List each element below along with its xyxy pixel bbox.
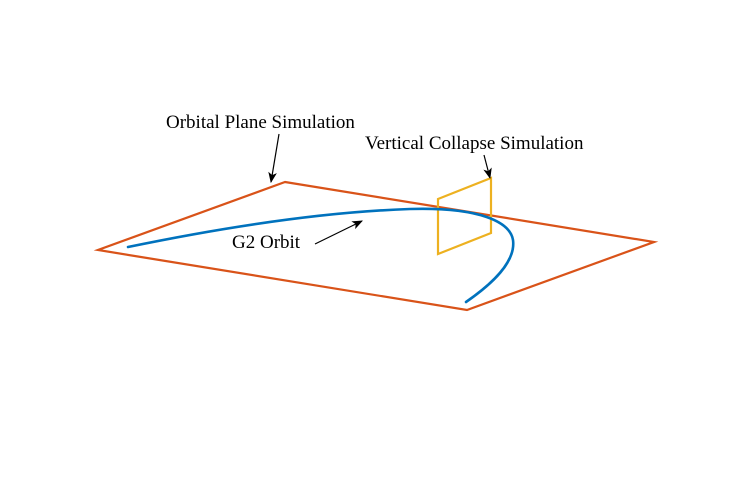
- g2-orbit-label: G2 Orbit: [232, 232, 301, 253]
- orbital-plane-shape: [93, 180, 659, 312]
- g2-orbit-curve: [126, 207, 515, 304]
- vertical-collapse-shape: [436, 176, 493, 256]
- orbital-plane-label: Orbital Plane Simulation: [166, 112, 355, 133]
- vertical-collapse-arrow: [483, 154, 492, 180]
- g2-orbit-arrow: [314, 220, 363, 245]
- orbital-plane-arrow: [268, 133, 280, 184]
- vertical-collapse-label: Vertical Collapse Simulation: [365, 133, 584, 154]
